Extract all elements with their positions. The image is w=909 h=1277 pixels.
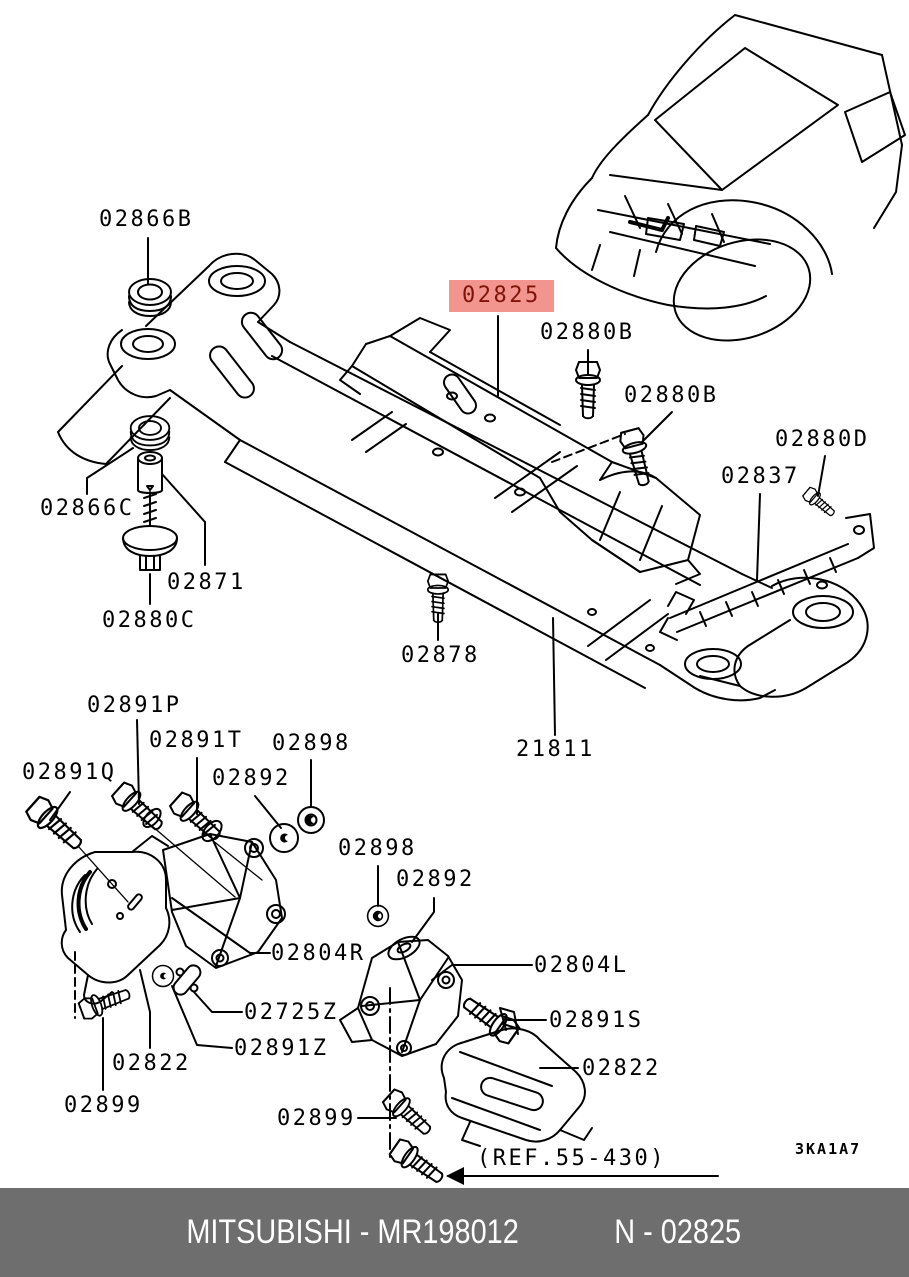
part-label-02891q[interactable]: 02891Q xyxy=(22,760,117,785)
part-label-02880d[interactable]: 02880D xyxy=(775,427,870,452)
part-label-02825-highlighted[interactable]: 02825 xyxy=(449,280,554,312)
part-label-02892-2[interactable]: 02892 xyxy=(396,867,475,892)
part-label-02891s[interactable]: 02891S xyxy=(549,1008,644,1033)
bolt-02880b-lower xyxy=(617,426,658,489)
mount-assembly-left xyxy=(60,825,286,1019)
part-label-02837[interactable]: 02837 xyxy=(721,464,800,489)
vehicle-sketch xyxy=(555,14,906,342)
part-label-02822-left[interactable]: 02822 xyxy=(112,1051,191,1076)
bolt-ref-55-430 xyxy=(387,1135,449,1190)
crossmember-21811 xyxy=(57,252,869,702)
screw-02880c xyxy=(122,485,178,571)
part-label-02878[interactable]: 02878 xyxy=(401,643,480,668)
nut-02898-lower xyxy=(366,904,390,928)
part-label-02866c[interactable]: 02866C xyxy=(40,496,135,521)
bracket-02837 xyxy=(659,513,875,641)
part-label-02822-right[interactable]: 02822 xyxy=(582,1056,661,1081)
bolt-02891p xyxy=(109,779,169,837)
part-label-02866b[interactable]: 02866B xyxy=(99,207,194,232)
footer-catalog-number: N - 02825 xyxy=(614,1213,742,1251)
part-label-02891z[interactable]: 02891Z xyxy=(234,1036,329,1061)
part-label-02880c[interactable]: 02880C xyxy=(102,608,197,633)
part-label-02891t[interactable]: 02891T xyxy=(149,728,244,753)
part-label-02804r[interactable]: 02804R xyxy=(271,941,366,966)
part-label-02880b-1[interactable]: 02880B xyxy=(540,320,635,345)
footer-bar: MITSUBISHI - MR198012 N - 02825 xyxy=(0,1188,909,1277)
part-label-02891p[interactable]: 02891P xyxy=(87,693,182,718)
footer-brand-part: MITSUBISHI - MR198012 xyxy=(186,1213,519,1251)
part-label-02899-left[interactable]: 02899 xyxy=(64,1093,143,1118)
part-label-02898-1[interactable]: 02898 xyxy=(272,731,351,756)
nut-02898-upper xyxy=(297,806,325,834)
part-label-02892-1[interactable]: 02892 xyxy=(212,766,291,791)
part-label-21811[interactable]: 21811 xyxy=(516,737,595,762)
sheet-code: 3KA1A7 xyxy=(795,1140,862,1158)
part-label-02899-right[interactable]: 02899 xyxy=(277,1106,356,1131)
leader-lines xyxy=(49,237,826,1185)
mount-assembly-right xyxy=(339,939,593,1163)
ref-label: (REF.55-430) xyxy=(477,1146,666,1171)
crossmember-02825 xyxy=(339,317,701,585)
part-label-02871[interactable]: 02871 xyxy=(167,570,246,595)
part-label-02725z[interactable]: 02725Z xyxy=(244,1000,339,1025)
part-label-02804l[interactable]: 02804L xyxy=(534,953,629,978)
part-label-02880b-2[interactable]: 02880B xyxy=(624,383,719,408)
grommet-02866b xyxy=(128,278,172,317)
part-label-02898-2[interactable]: 02898 xyxy=(338,836,417,861)
link-02725z xyxy=(151,964,202,996)
washer-02892-upper xyxy=(269,823,299,853)
